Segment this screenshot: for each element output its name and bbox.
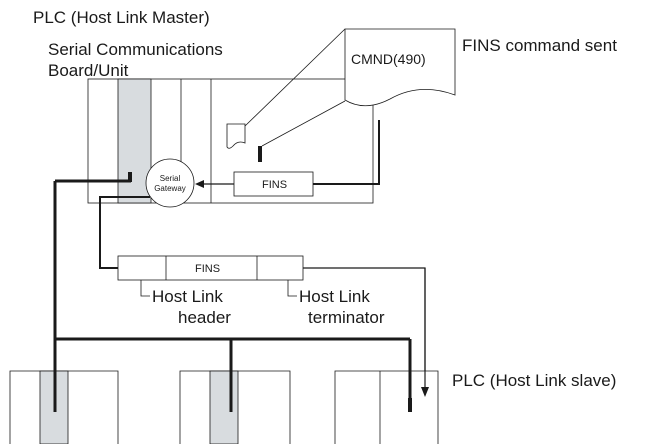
plc-slave-body [334,370,439,444]
cpu-port [408,398,412,412]
serial-gateway: Serial Gateway [128,158,195,208]
serial-gateway-label-2: Gateway [154,184,186,193]
plc-slave-2 [179,339,291,444]
board-unit-label-1: Serial Communications [48,40,223,59]
board-port [128,172,132,182]
fins-internal-box [233,171,314,197]
host-link-terminator-label-1: Host Link [299,287,370,306]
callout-line [261,100,346,147]
cmnd-document: CMND(490) [244,28,456,147]
plc-master-label: PLC (Host Link Master) [33,8,210,27]
internal-fins: FINS [195,120,380,197]
terminator-leader [287,280,297,297]
callout-line [244,28,346,127]
plc-slave-1 [9,339,119,444]
host-link-frame-box [117,255,304,281]
host-link-header-label-1: Host Link [152,287,223,306]
host-link-terminator-label-2: terminator [308,308,385,327]
serial-gateway-label-1: Serial [160,174,181,183]
fins-path-line [313,120,380,185]
plc-slave-3 [334,370,439,444]
plc-slave-label: PLC (Host Link slave) [452,371,616,390]
cmnd-document-shape [344,28,456,107]
arrowhead [195,180,204,188]
cmnd-label: CMND(490) [351,51,426,67]
host-link-header-label-2: header [178,308,231,327]
arrowhead-down-top [421,387,429,397]
serial-gateway-circle [145,158,195,208]
fins-internal-label: FINS [262,179,287,191]
fins-frame-label: FINS [195,263,220,275]
cpu-port [258,146,262,162]
cpu-memory-card [226,123,246,149]
gateway-to-frame-line [99,196,150,269]
board-unit-label-2: Board/Unit [48,61,129,80]
header-leader [140,280,150,297]
fins-command-sent-label: FINS command sent [462,36,617,55]
serial-board [209,370,239,444]
host-link-frame: FINS [117,255,304,297]
